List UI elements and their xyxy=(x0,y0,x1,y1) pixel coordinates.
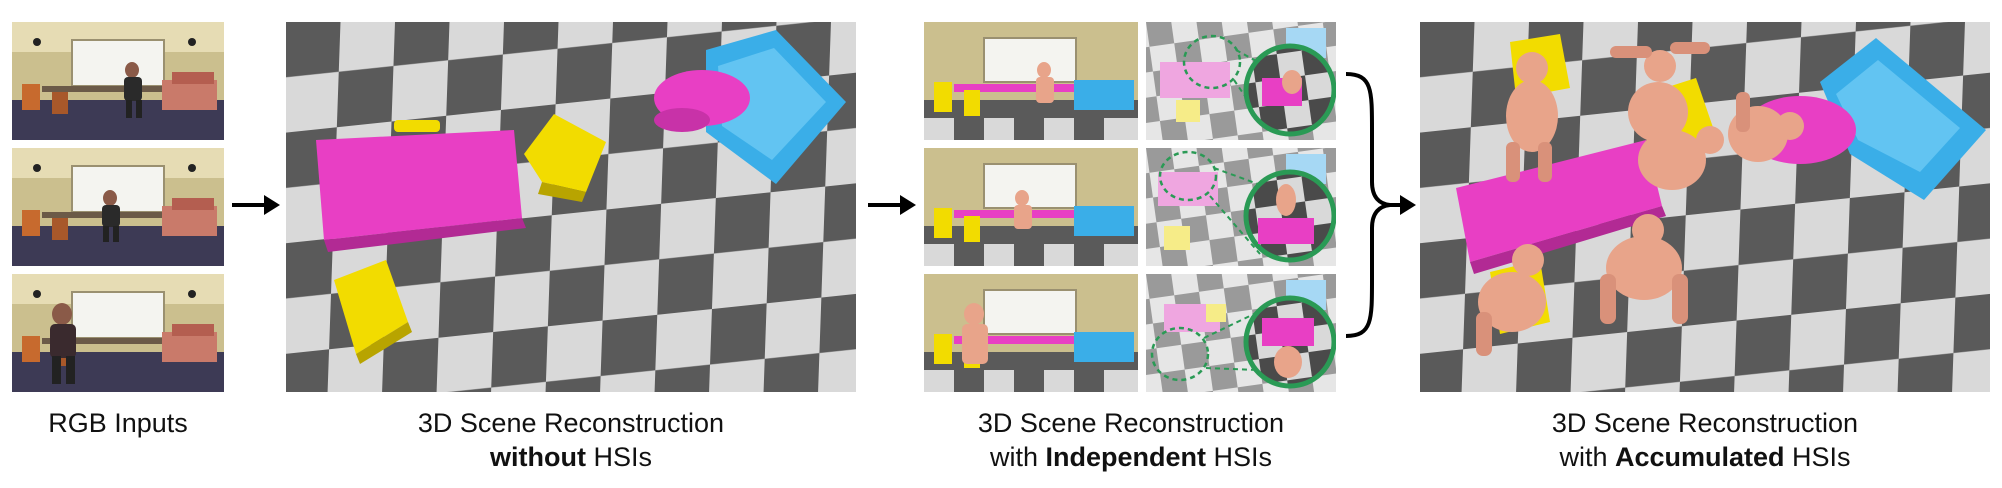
segmented-frame-1 xyxy=(924,22,1138,141)
rgb-frames-svg xyxy=(12,22,224,392)
scene-without-hsis-svg xyxy=(286,22,856,392)
arrow-right-icon xyxy=(868,195,916,215)
human-body-2 xyxy=(1610,42,1710,142)
curly-brace-arrow-icon xyxy=(1345,72,1416,338)
human-body-6 xyxy=(1476,244,1546,356)
round-table-object xyxy=(654,70,750,132)
sofa-object xyxy=(706,30,846,184)
rgb-frame-3 xyxy=(12,273,224,392)
person-in-frame-2 xyxy=(102,190,120,242)
contact-zoom-circle xyxy=(1243,169,1336,263)
human-body-3 xyxy=(1638,126,1724,190)
chair-object-2 xyxy=(334,260,412,364)
caption-without-hsis: 3D Scene Reconstruction without HSIs xyxy=(417,408,725,472)
accumulate-brace-arrow xyxy=(1342,70,1418,340)
human-body-1 xyxy=(1506,52,1558,182)
rgb-input-frames xyxy=(12,22,224,392)
human-body-4 xyxy=(1728,92,1804,162)
scene-accumulated-hsis xyxy=(1420,22,1990,392)
independent-reconstructions-svg xyxy=(1146,22,1336,392)
table-object xyxy=(316,120,526,252)
independent-hsi-reconstructions xyxy=(1146,22,1336,392)
rgb-frame-1 xyxy=(12,22,224,141)
human-body-5 xyxy=(1600,214,1688,324)
person-in-frame-3 xyxy=(50,303,76,384)
segmented-frame-2 xyxy=(924,147,1138,267)
arrow-2 xyxy=(866,190,918,220)
contact-region-dotted xyxy=(1158,150,1218,202)
contact-region-dotted xyxy=(1150,326,1210,382)
segmented-frame-3 xyxy=(924,273,1138,392)
scene-without-hsis xyxy=(286,22,856,392)
caption-accumulated-hsis: 3D Scene Reconstruction with Accumulated… xyxy=(1551,408,1859,472)
independent-tile-2 xyxy=(1146,148,1336,266)
chair-object-1 xyxy=(524,114,606,202)
rgb-frame-2 xyxy=(12,147,224,267)
person-in-frame-1 xyxy=(124,62,142,118)
independent-tile-3 xyxy=(1146,274,1336,392)
sofa-object xyxy=(1820,38,1986,200)
arrow-right-icon xyxy=(232,195,280,215)
segmented-frames-svg xyxy=(924,22,1138,392)
caption-rgb-inputs: RGB Inputs xyxy=(48,408,188,438)
independent-hsi-frames xyxy=(924,22,1138,392)
caption-independent-hsis: 3D Scene Reconstruction with Independent… xyxy=(977,408,1285,472)
scene-accumulated-hsis-svg xyxy=(1420,22,1990,392)
independent-tile-1 xyxy=(1146,22,1336,140)
arrow-1 xyxy=(230,190,282,220)
contact-region-dotted xyxy=(1182,34,1242,90)
